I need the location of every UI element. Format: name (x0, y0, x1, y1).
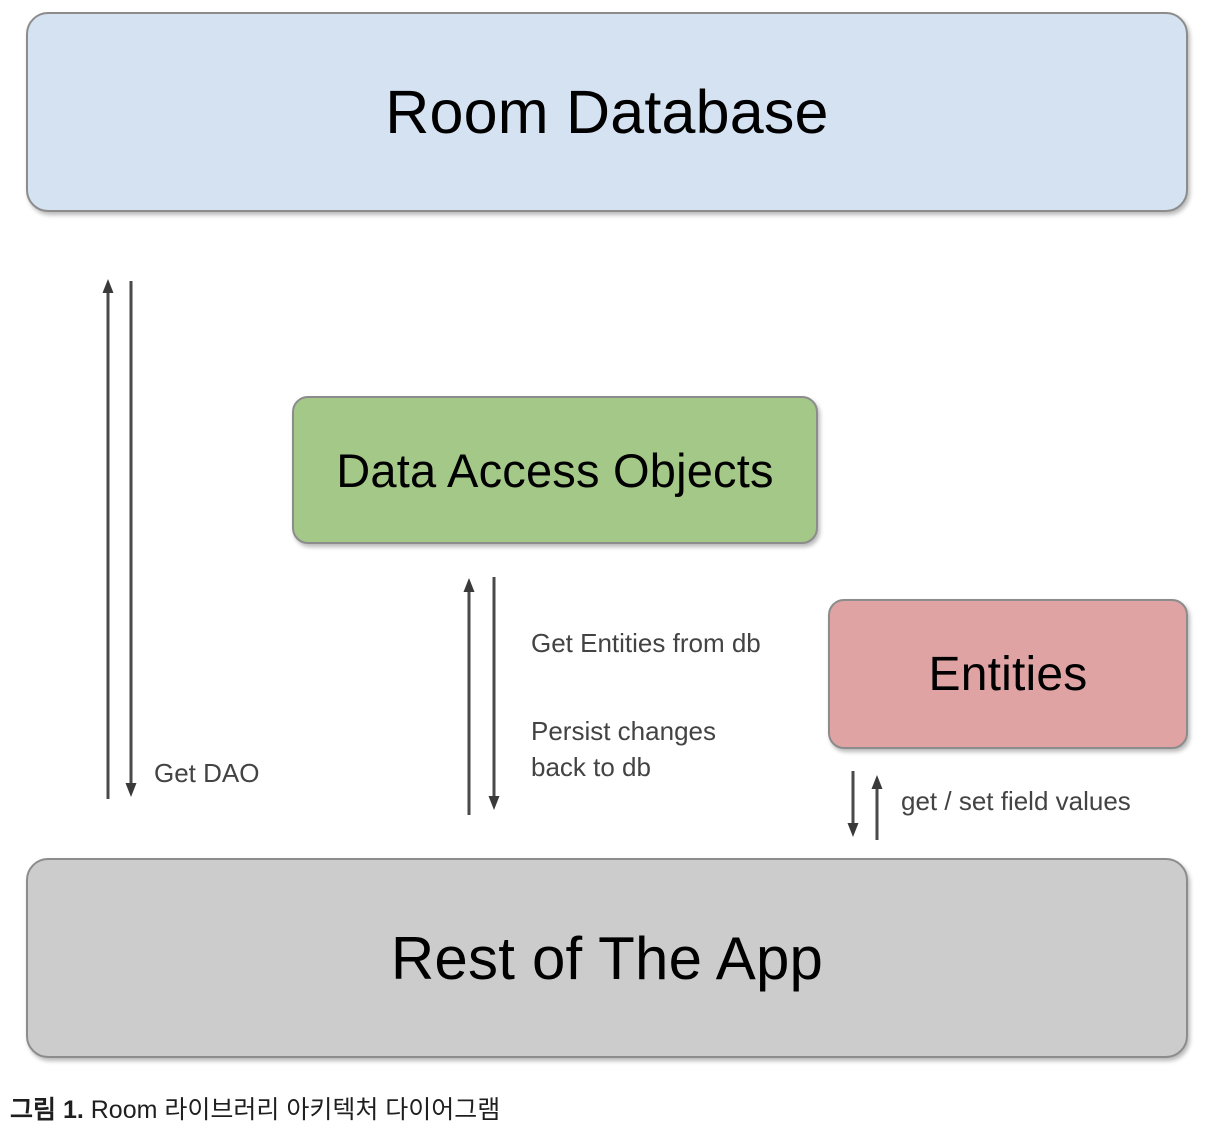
edge-label-get-entities-from-db: Get Entities from db (531, 628, 761, 658)
edge-label-get-dao: Get DAO (154, 758, 260, 788)
diagram-node-rest-of-the-app: Rest of The App (26, 858, 1188, 1058)
diagram-node-data-access-objects: Data Access Objects (292, 396, 818, 544)
figure-caption-number: 그림 1. (10, 1096, 84, 1124)
arrow-get-set-field-values-pair (842, 768, 894, 846)
edge-label-persist-changes-back-to-db: Persist changes back to db (531, 716, 716, 782)
figure-caption: 그림 1. Room 라이브러리 아키텍처 다이어그램 (10, 1093, 500, 1127)
diagram-node-room-database: Room Database (26, 12, 1188, 212)
node-label-rest-of-the-app: Rest of The App (390, 924, 824, 992)
node-label-entities: Entities (928, 647, 1088, 701)
node-label-data-access-objects: Data Access Objects (336, 443, 774, 497)
edge-label-get-set-field-values: get / set field values (901, 786, 1131, 816)
diagram-node-entities: Entities (828, 599, 1188, 749)
node-label-room-database: Room Database (385, 78, 829, 146)
figure-caption-text: Room 라이브러리 아키텍처 다이어그램 (83, 1096, 501, 1124)
arrow-dao-exchange-pair (457, 572, 509, 820)
arrow-get-dao-pair (96, 275, 148, 805)
